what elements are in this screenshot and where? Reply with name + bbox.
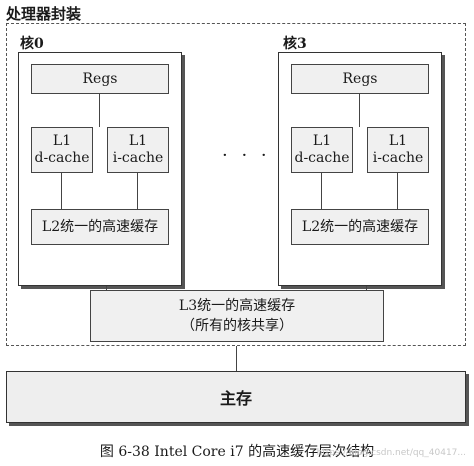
core-0-l2-cache: L2统一的高速缓存	[31, 209, 169, 245]
core-0-regs: Regs	[31, 64, 169, 94]
core-0-l1-dcache: L1 d-cache	[31, 127, 93, 173]
memory-connector	[236, 346, 237, 371]
figure-caption: 图 6-38 Intel Core i7 的高速缓存层次结构	[99, 444, 375, 460]
l3-cache-title: L3统一的高速缓存	[178, 298, 296, 314]
core-3-regs: Regs	[291, 64, 429, 94]
core-3-l1-icache: L1 i-cache	[367, 127, 429, 173]
processor-package	[6, 23, 466, 346]
core-0-label: 核0	[20, 36, 44, 52]
core-0-l1-icache: L1 i-cache	[107, 127, 169, 173]
package-label: 处理器封装	[6, 5, 82, 23]
watermark: https://blog.csdn.net/qq_40417...	[316, 448, 466, 458]
core-3-l3-connector	[366, 286, 367, 290]
l3-cache: L3统一的高速缓存 （所有的核共享）	[90, 290, 384, 342]
core-3-l1-dcache: L1 d-cache	[291, 127, 353, 173]
more-cores-ellipsis: · · ·	[222, 145, 271, 166]
core-3-l1d-connector	[321, 173, 322, 209]
core-0-l3-connector	[106, 286, 107, 290]
core-3-label: 核3	[283, 36, 307, 52]
core-0-l1d-connector	[61, 173, 62, 209]
core-3-l1i-connector	[397, 173, 398, 209]
l3-cache-note: （所有的核共享）	[181, 318, 293, 334]
core-0: Regs L1 d-cache L1 i-cache L2统一的高速缓存	[18, 52, 182, 286]
main-memory: 主存	[6, 371, 466, 423]
core-3: Regs L1 d-cache L1 i-cache L2统一的高速缓存	[278, 52, 442, 286]
core-0-regs-connector	[99, 94, 100, 127]
core-0-l1i-connector	[137, 173, 138, 209]
core-3-l2-cache: L2统一的高速缓存	[291, 209, 429, 245]
core-3-regs-connector	[359, 94, 360, 127]
